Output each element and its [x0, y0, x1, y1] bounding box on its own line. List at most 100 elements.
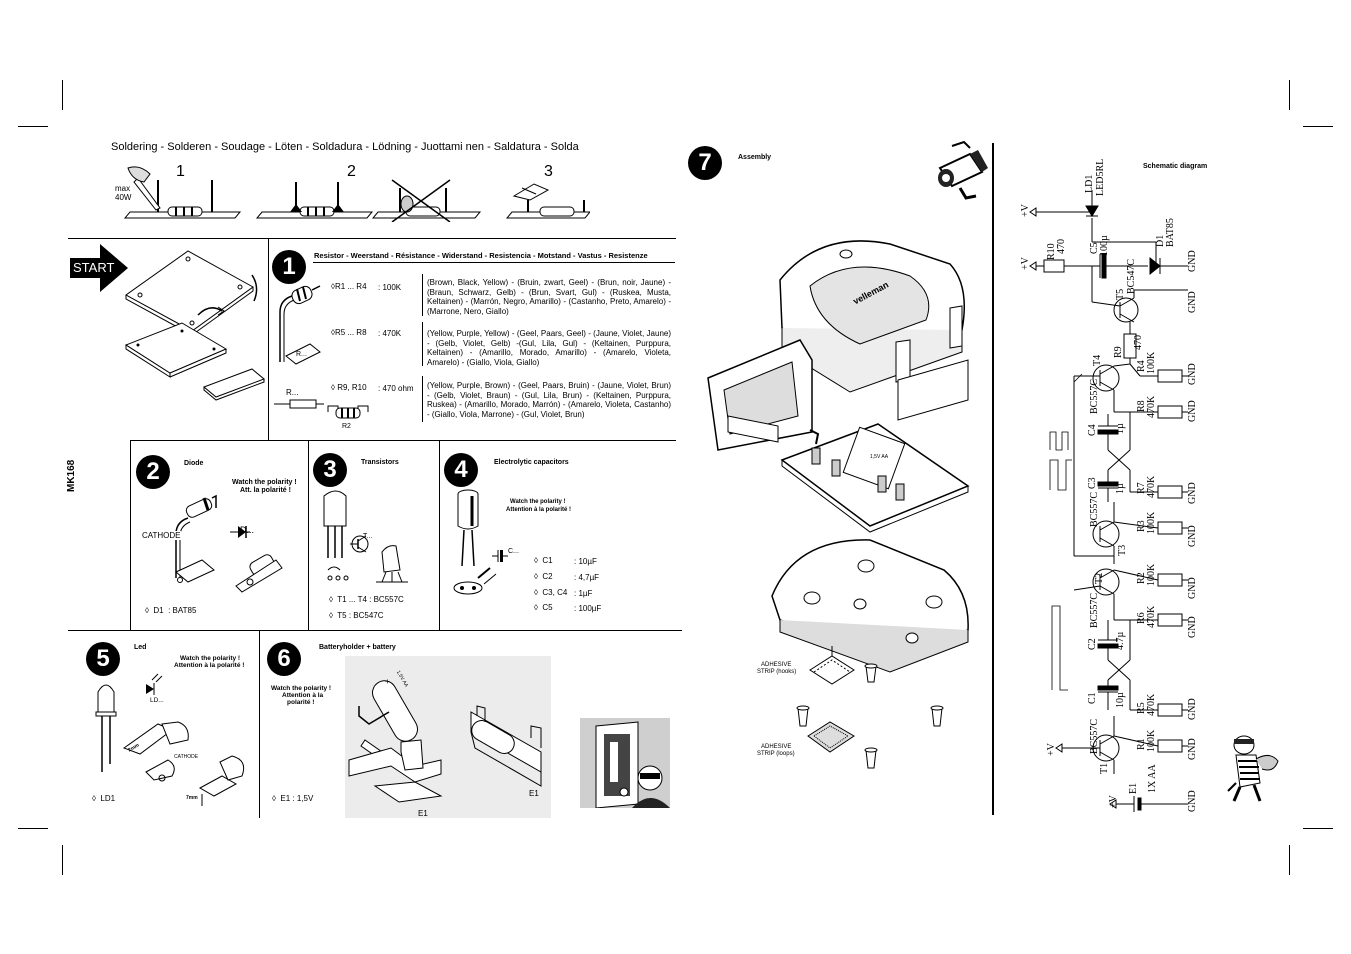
sch-label-r3-value: 100K	[1146, 511, 1157, 534]
transistor-symbol-label: T...	[363, 533, 373, 540]
step-number-3: 3	[313, 453, 347, 487]
step6-attention-polarity: Attention à la	[282, 692, 324, 699]
sch-label-c2-value: 4.7µ	[1115, 631, 1126, 650]
led-7mm-label: 7mm	[186, 795, 198, 801]
battery-holder-e1-label-2: E1	[418, 809, 428, 818]
sch-label-bc557-t3: BC557C	[1089, 491, 1100, 527]
sch-label-r2-value: 100K	[1146, 563, 1157, 586]
sch-label-bc557-t1: BC557C	[1089, 718, 1100, 754]
schematic-title: Schematic diagram	[1143, 163, 1208, 170]
capacitor-part-4-value: : 100µF	[574, 604, 602, 613]
start-label: START	[73, 260, 115, 275]
r-row-2-colors: (Yellow, Purple, Yellow) - (Geel, Paars,…	[427, 329, 671, 367]
sch-label-c2: C2	[1087, 638, 1098, 650]
capacitor-part-2: ◊ C2	[534, 572, 553, 581]
camera-icon	[938, 140, 988, 200]
sch-label-t5: T5	[1115, 288, 1126, 300]
step2-attention-polarity: Att. la polarité !	[240, 487, 291, 494]
capacitor-part-1: ◊ C1	[534, 556, 553, 565]
step6-watch-polarity: Watch the polarity !	[271, 685, 332, 692]
step4-attention-polarity: Attention à la polarité !	[506, 507, 572, 513]
sch-label-t4: T4	[1092, 354, 1103, 366]
step4-title: Electrolytic capacitors	[494, 459, 569, 466]
soldering-watt-label: 40W	[115, 193, 132, 202]
transistor-part-2: ◊ T5 : BC547C	[329, 611, 384, 620]
crop-mark	[62, 80, 63, 110]
step-number-4: 4	[444, 453, 478, 487]
row-separator	[422, 376, 423, 422]
burglar-illustration	[580, 718, 670, 808]
section-divider	[68, 630, 682, 631]
row-separator	[422, 322, 423, 366]
sch-label-vplus: +V	[1020, 204, 1031, 217]
step5-watch-polarity: Watch the polarity !	[180, 655, 241, 662]
sch-label-r7-value: 470K	[1146, 475, 1157, 498]
diode-part: ◊ D1 : BAT85	[145, 606, 197, 615]
section-divider	[439, 440, 440, 630]
step5-title: Led	[134, 644, 147, 651]
crop-mark	[1303, 126, 1333, 127]
battery-holder-e1-label: E1	[529, 789, 539, 798]
sch-gnd-7: GND	[1187, 577, 1198, 599]
section-divider	[130, 440, 131, 630]
sch-label-c4: C4	[1087, 424, 1098, 436]
battery-part: ◊ E1 : 1,5V	[272, 794, 314, 803]
svg-text:R2: R2	[342, 423, 351, 430]
soldering-step-3: 3	[544, 163, 553, 180]
sch-gnd-5: GND	[1187, 482, 1198, 504]
soldering-title: Soldering - Solderen - Soudage - Löten -…	[111, 141, 579, 153]
sch-label-e1-value: 1X AA	[1147, 764, 1158, 793]
capacitor-part-3-value: : 1µF	[574, 589, 593, 598]
r-row-3-ref: ◊ R9, R10	[331, 383, 367, 392]
led-illustration	[95, 673, 245, 806]
step2-title: Diode	[184, 460, 204, 467]
mascot-illustration	[1227, 735, 1279, 802]
capacitor-part-4: ◊ C5	[534, 603, 553, 612]
sch-label-c5-value: 100µ	[1099, 235, 1110, 256]
adhesive-hooks-label-2: STRIP (hooks)	[757, 669, 797, 675]
sch-gnd-8: GND	[1187, 616, 1198, 638]
sch-label-r10-value: 470	[1056, 239, 1067, 254]
assembly-illustration: velleman 1,5V AA	[707, 240, 970, 769]
sch-label-bc557-t4: BC557C	[1089, 378, 1100, 414]
r-row-2-value: : 470K	[378, 329, 402, 338]
section-divider	[268, 238, 269, 440]
start-arrow-icon	[70, 244, 128, 292]
crop-mark	[18, 828, 48, 829]
crop-mark	[1289, 845, 1290, 875]
led-part: ◊ LD1	[92, 794, 116, 803]
r-row-2-ref: ◊R5 ... R8	[331, 328, 367, 337]
sch-gnd-9: GND	[1187, 698, 1198, 720]
step-number-1: 1	[272, 250, 306, 284]
r-row-1-value: : 100K	[378, 283, 402, 292]
r-row-1-ref: ◊R1 ... R4	[331, 282, 367, 291]
crop-mark	[62, 845, 63, 875]
resistor-symbol-label: R...	[286, 388, 299, 397]
sch-label-vplus-2: +V	[1020, 257, 1031, 270]
adhesive-loops-label-1: ADHESIVE	[761, 744, 792, 750]
sch-gnd-2: GND	[1187, 291, 1198, 313]
sch-gnd-3: GND	[1187, 363, 1198, 385]
sch-label-r8-value: 470K	[1146, 395, 1157, 418]
diode-illustration	[175, 494, 283, 593]
step6-title: Batteryholder + battery	[319, 644, 396, 651]
sch-gnd-10: GND	[1187, 738, 1198, 760]
section-divider	[68, 238, 676, 239]
step6-polarity: polarité !	[287, 699, 315, 706]
crop-mark	[1289, 80, 1290, 110]
sch-label-r9: R9	[1113, 346, 1124, 358]
soldering-step-2: 2	[347, 163, 356, 180]
capacitor-part-2-value: : 4,7µF	[574, 573, 600, 582]
crop-mark	[18, 126, 48, 127]
step-number-2: 2	[136, 455, 170, 489]
sch-label-c3: C3	[1087, 477, 1098, 489]
sch-gnd-4: GND	[1187, 400, 1198, 422]
sch-label-r6-value: 470K	[1146, 605, 1157, 628]
diode-cathode-label: CATHODE	[142, 531, 181, 540]
r-row-3-value: : 470 ohm	[378, 384, 414, 393]
adhesive-loops-label-2: STRIP (loops)	[757, 751, 795, 757]
step-number-6: 6	[267, 642, 301, 676]
sch-label-e1: E1	[1128, 782, 1139, 794]
step5-attention-polarity: Attention à la polarité !	[174, 662, 245, 669]
sch-label-c1-value: 10µ	[1115, 692, 1126, 708]
